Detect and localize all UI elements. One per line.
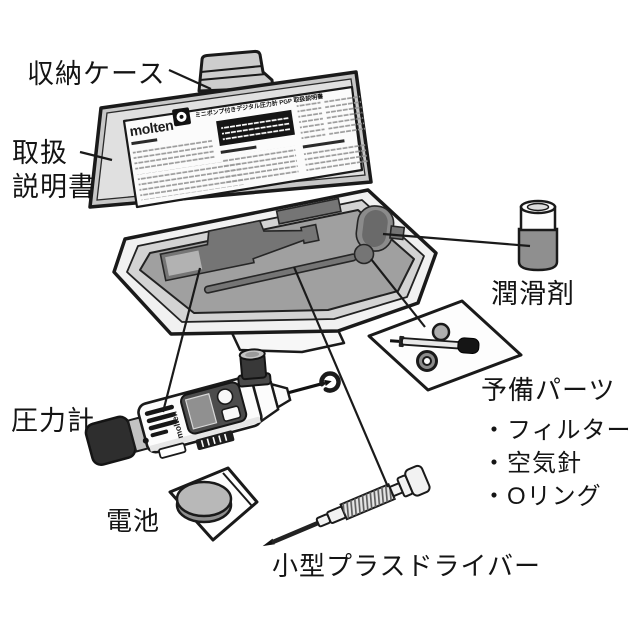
gauge-round-button (216, 388, 234, 405)
pressure-gauge-illustration: molten (84, 348, 332, 466)
leader-line-screwdriver (292, 266, 390, 488)
leader-line-manual (79, 150, 113, 162)
filter-part (431, 322, 451, 342)
manual-brand-logo: molten (128, 117, 174, 139)
foam-cutout-small (275, 197, 342, 225)
air-needle-on-gauge (287, 381, 326, 395)
foam-cutout-bottle (355, 205, 406, 252)
leader-lines (79, 68, 531, 488)
gauge-rect-button (221, 405, 242, 422)
battery-illustration (168, 466, 259, 542)
leader-line-lubricant (382, 232, 531, 248)
spare-parts-bag-illustration (367, 299, 523, 392)
lid-latch-tab (197, 49, 275, 93)
screwdriver-illustration (262, 464, 431, 547)
gauge-screw (142, 437, 149, 444)
bottle-body (517, 227, 559, 272)
leader-line-gauge (161, 267, 202, 413)
air-needle-part (389, 335, 480, 354)
gauge-lcd (184, 393, 218, 430)
foam-cutout-gauge (159, 219, 320, 282)
gauge-vent-slot (144, 404, 174, 416)
storage-case-lid: molten ミニポンプ付きデジタル圧力計 PGP 取扱説明書 (88, 49, 373, 209)
storage-case-tray (112, 188, 438, 354)
screwdriver-cap (404, 464, 431, 497)
hanging-ring (319, 371, 341, 393)
leader-line-spare-parts (370, 258, 426, 328)
leader-line-storage-case (168, 68, 212, 91)
gauge-valve-knob (237, 348, 272, 388)
foam-cutout-round (353, 243, 375, 265)
coin-cell (175, 480, 233, 518)
lubricant-bottle-illustration (517, 199, 559, 272)
